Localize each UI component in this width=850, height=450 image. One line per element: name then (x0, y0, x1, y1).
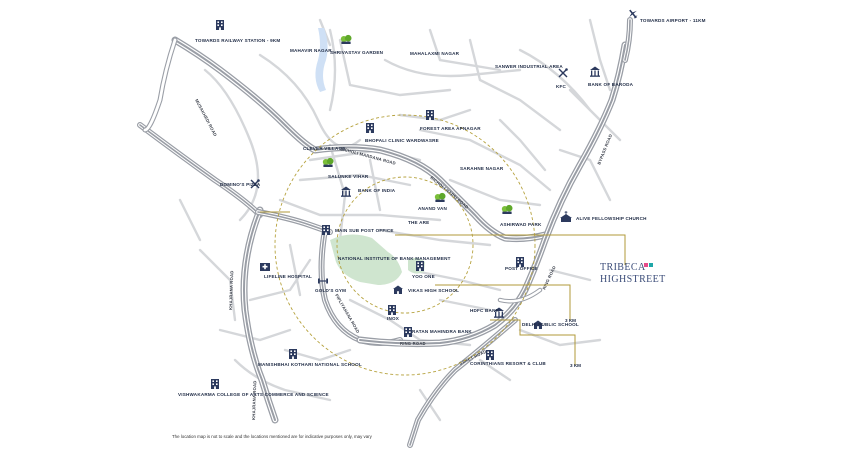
label-vishwakarma: VISHWAKARMA COLLEGE OF ARTS COMMERCE AND… (178, 392, 329, 397)
radius-circle-inner (336, 176, 474, 314)
label-ratan: RATAN MAHINDRA BANK (412, 329, 472, 334)
label-mahalaxmi: MAHALAXMI NAGAR (410, 51, 460, 56)
building-icon (416, 261, 424, 271)
label-salunke: SALUNKE VIHAR (328, 174, 369, 179)
label-forest: FOREST AREA APNAGAR (420, 126, 481, 131)
minor-streets (178, 18, 622, 422)
label-anand: ANAND VAN (418, 206, 448, 211)
label-srivastav: SHRIVASTAV GARDEN (330, 50, 384, 55)
label-manishbhai: MANISHBHAI KOTHARI NATIONAL SCHOOL (258, 362, 362, 367)
label-delhi: DELHI PUBLIC SCHOOL (522, 322, 579, 327)
building-icon (366, 123, 374, 133)
hospital-icon (260, 263, 270, 271)
label-dominos: DOMINO'S PIZZA (220, 182, 261, 187)
label-airport: TOWARDS AIRPORT - 11KM (640, 18, 706, 23)
label-mahavir: MAHAVIR NAGAR (290, 48, 332, 53)
building-icon (216, 20, 224, 30)
brand-line-2: HIGHSTREET (600, 274, 666, 285)
building-icon (289, 349, 297, 359)
label-post-office-main: MAIN SUB POST OFFICE (335, 228, 394, 233)
label-inox: INOX (387, 316, 400, 321)
building-icon (388, 305, 396, 315)
label-theare: THE ARE (408, 220, 429, 225)
building-icon (322, 225, 330, 235)
brand-logo: TRIBECA HIGHSTREET (600, 262, 666, 285)
label-clever: CLEVER VILLAGE (303, 146, 346, 151)
label-yoo: YOO ONE (412, 274, 435, 279)
radius-circle-outer (274, 114, 536, 376)
label-industrial: SANWER INDUSTRIAL AREA (495, 64, 563, 69)
label-bank-india: BANK OF INDIA (358, 188, 396, 193)
connector-lines (260, 211, 626, 365)
building-icon (211, 379, 219, 389)
label-church: ALIVE FELLOWSHIP CHURCH (576, 216, 647, 221)
label-sarahne: SARAHNE NAGAR (460, 166, 504, 171)
svg-text:RING ROAD: RING ROAD (400, 341, 426, 346)
label-bank-baroda: BANK OF BARODA (588, 82, 634, 87)
major-roads (137, 17, 633, 448)
label-railway: TOWARDS RAILWAY STATION - 9KM (195, 38, 280, 43)
brand-line-1: TRIBECA (600, 262, 646, 273)
label-bhopal-clinic: BHOPALI CLINIC WARDWASRE (365, 138, 439, 143)
disclaimer: The location map is not to scale and the… (172, 434, 373, 439)
distance-label-2: 3 KM (570, 363, 581, 368)
green-area (330, 234, 402, 285)
label-kfc: KFC (556, 84, 567, 89)
label-national: NATIONAL INSTITUTE OF BANK MANAGEMENT (338, 256, 451, 261)
water-body (315, 28, 328, 92)
label-lifeline: LIFELINE HOSPITAL (264, 274, 312, 279)
label-post-office: POST OFFICE (505, 266, 538, 271)
label-vikas: VIKAS HIGH SCHOOL (408, 288, 459, 293)
label-golds: GOLD'S GYM (315, 288, 346, 293)
building-icon (486, 350, 494, 360)
brand-mark-teal (649, 263, 653, 267)
label-ashirwad: ASHIRWAD PARK (500, 222, 542, 227)
label-corinthians: CORINTHIANS RESORT & CLUB (470, 361, 546, 366)
svg-text:KHAJRANA ROAD: KHAJRANA ROAD (251, 380, 257, 420)
building-icon (404, 327, 412, 337)
brand-mark-pink (644, 263, 648, 267)
label-hdfc: HDFC BANK (470, 308, 500, 313)
svg-text:KHAJRANA ROAD: KHAJRANA ROAD (228, 270, 234, 310)
place-labels: TOWARDS RAILWAY STATION - 9KM MAHAVIR NA… (178, 18, 706, 397)
distance-label-1: 3 KM (565, 318, 576, 323)
building-icon (426, 110, 434, 120)
